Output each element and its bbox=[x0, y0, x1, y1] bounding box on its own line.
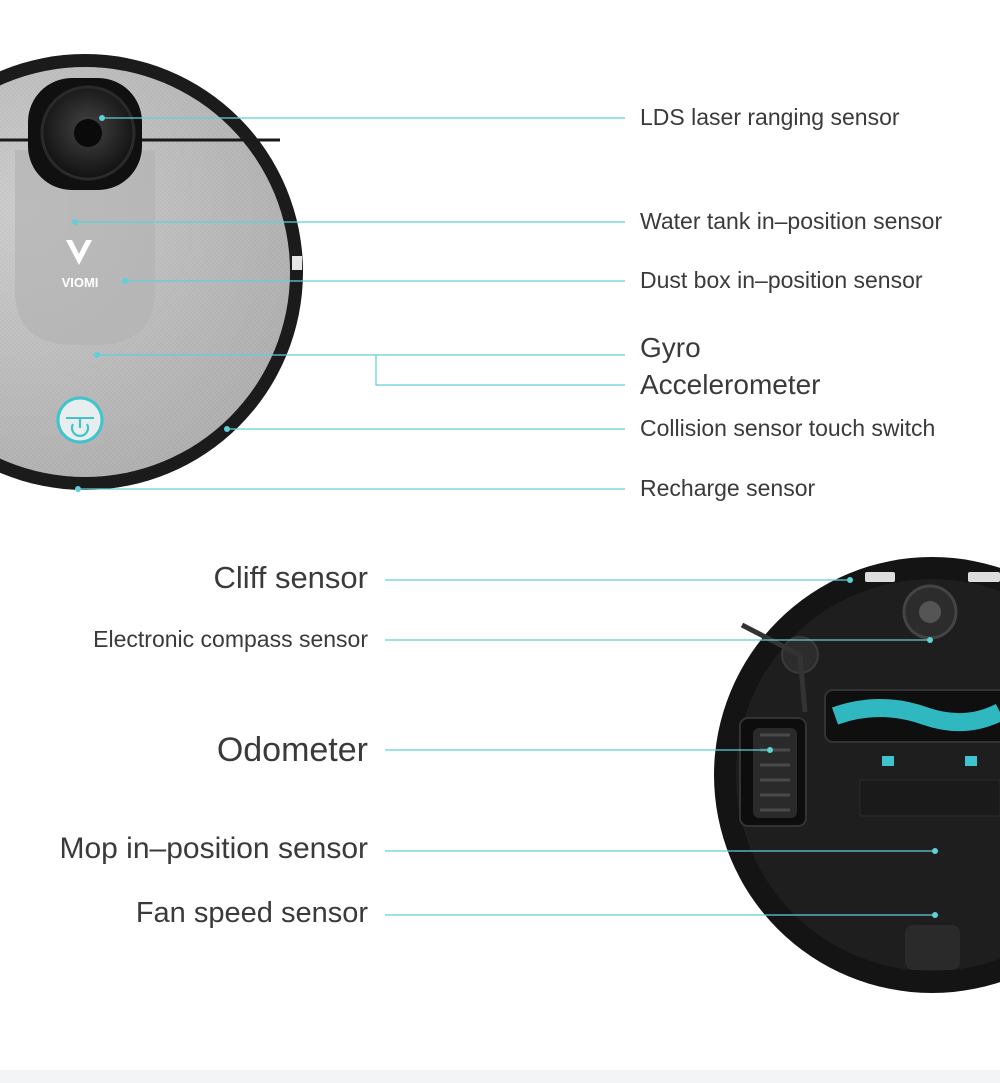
drive-wheel bbox=[739, 717, 807, 827]
label-gyro: Gyro bbox=[640, 332, 701, 363]
viomi-logo-icon: VIOMI bbox=[62, 240, 99, 290]
leader-dots bbox=[72, 115, 938, 918]
clip-marker bbox=[882, 756, 894, 766]
label-fan-speed-sensor: Fan speed sensor bbox=[135, 897, 368, 929]
charge-contact bbox=[905, 925, 960, 970]
panel-slot bbox=[859, 779, 1000, 817]
label-collision-switch: Collision sensor touch switch bbox=[640, 415, 936, 441]
label-cliff-sensor: Cliff sensor bbox=[213, 560, 369, 595]
bumper-slot bbox=[292, 256, 302, 270]
leader-lines bbox=[75, 117, 935, 916]
label-lds-sensor: LDS laser ranging sensor bbox=[640, 104, 900, 130]
cliff-sensor-window bbox=[968, 572, 1000, 582]
bottom-strip bbox=[0, 1070, 1000, 1083]
clip-marker bbox=[965, 756, 977, 766]
label-mop-sensor: Mop in–position sensor bbox=[59, 832, 368, 865]
leader-accelerometer bbox=[375, 355, 625, 386]
caster-wheel bbox=[902, 584, 958, 640]
power-button[interactable] bbox=[56, 396, 104, 444]
label-compass-sensor: Electronic compass sensor bbox=[93, 626, 368, 652]
label-dust-box-sensor: Dust box in–position sensor bbox=[640, 267, 923, 293]
label-odometer: Odometer bbox=[216, 731, 368, 769]
label-recharge-sensor: Recharge sensor bbox=[640, 475, 816, 501]
lds-turret bbox=[28, 78, 142, 190]
roller-brush bbox=[824, 689, 1000, 743]
robot-bottom-view bbox=[714, 557, 1000, 993]
label-water-tank-sensor: Water tank in–position sensor bbox=[640, 208, 943, 234]
cliff-sensor-window bbox=[865, 572, 895, 582]
label-accelerometer: Accelerometer bbox=[640, 369, 821, 400]
logo-text: VIOMI bbox=[62, 275, 99, 290]
power-icon bbox=[70, 418, 90, 437]
robot-top-view: VIOMI bbox=[0, 54, 303, 490]
